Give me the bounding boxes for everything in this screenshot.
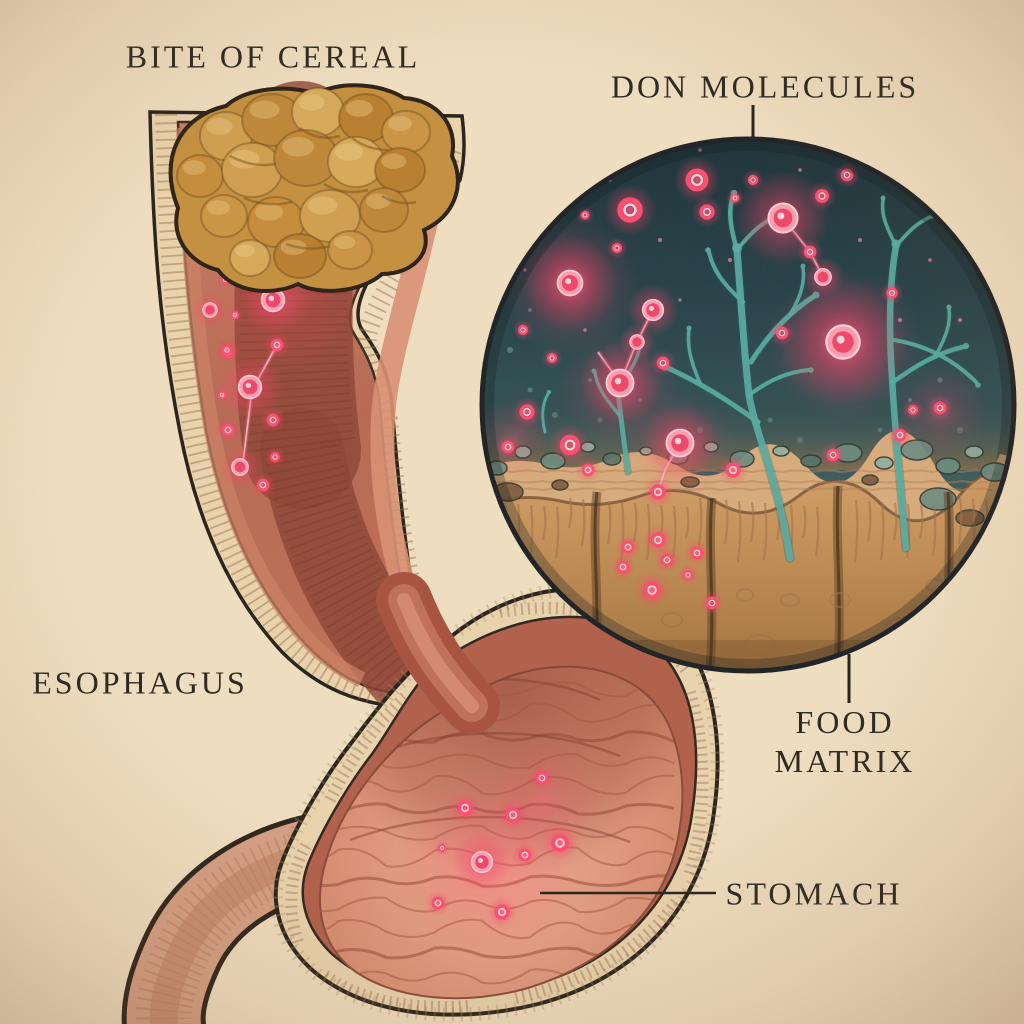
label-stomach: STOMACH — [725, 875, 903, 912]
label-esophagus: ESOPHAGUS — [32, 664, 248, 701]
label-food-matrix-line1: FOOD — [795, 704, 895, 740]
label-food-matrix-line2: MATRIX — [774, 743, 916, 779]
label-don-molecules: DON MOLECULES — [610, 68, 920, 105]
label-bite-of-cereal: BITE OF CEREAL — [125, 38, 421, 75]
label-food-matrix: FOOD MATRIX — [775, 703, 916, 781]
